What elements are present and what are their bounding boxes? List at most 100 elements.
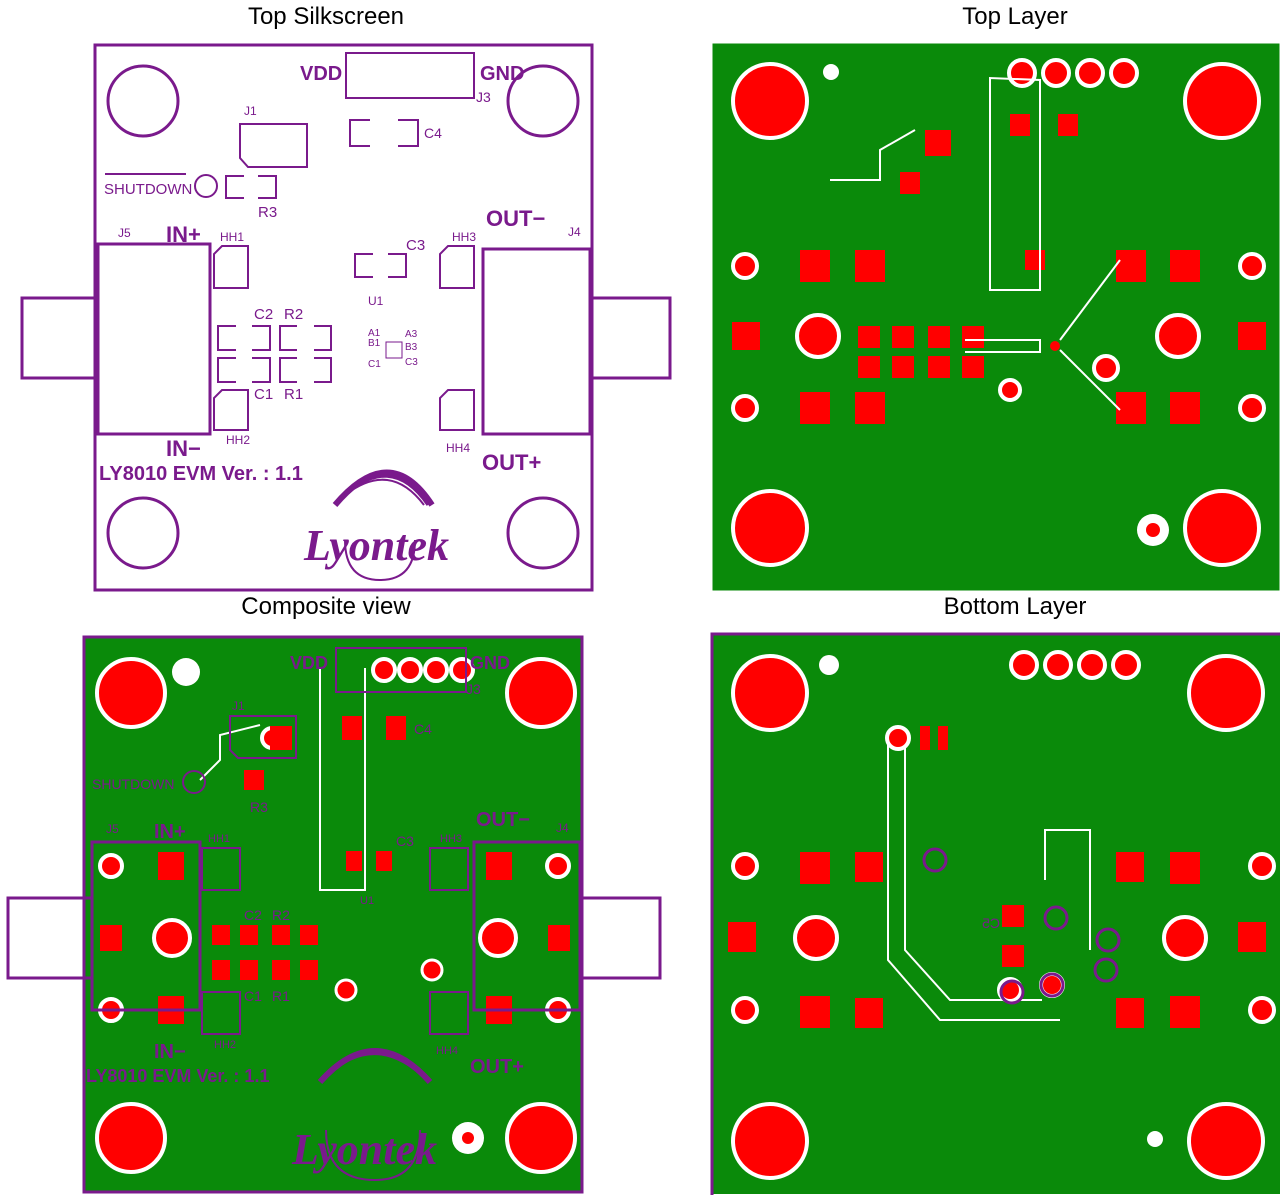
c-hh4-outline [429, 991, 469, 1035]
hh2-outline [213, 389, 249, 431]
b-pad-8 [1170, 996, 1200, 1028]
b-fiducial-top [819, 655, 839, 675]
b-j4-center [1162, 915, 1208, 961]
out-minus-pad-2 [1170, 250, 1200, 282]
c-fiducial-top [172, 658, 200, 686]
hh1-outline [213, 245, 249, 289]
c-label-hh2: HH2 [214, 1039, 236, 1051]
bottom-layer-panel: C5 [710, 632, 1280, 1195]
c-c1-pad [212, 960, 230, 980]
mount-pad-tl [731, 62, 809, 140]
c-label-j5: J5 [106, 822, 119, 836]
c-j5-connector [6, 896, 94, 980]
c-label-j1: J1 [232, 699, 245, 713]
c-label-hh1: HH1 [208, 833, 230, 845]
out-plus-pad-2 [1170, 392, 1200, 424]
c-label-version: LY8010 EVM Ver. : 1.1 [86, 1066, 269, 1086]
mount-pad-tr [1183, 62, 1261, 140]
c-logo-swoosh-2 [324, 1052, 427, 1080]
composite-view-title: Composite view [241, 593, 411, 620]
logo-base [344, 539, 416, 582]
hh4-outline [439, 389, 475, 431]
c-c2-pad [212, 925, 230, 945]
b-trace-outline-3 [1044, 829, 1091, 950]
c1-pad-1 [858, 356, 880, 378]
b-board-edge [710, 632, 1280, 1195]
mount-hole-tr [506, 64, 580, 138]
c-mount-tr [505, 657, 577, 729]
c-j5-center [152, 918, 192, 958]
mount-pad-br [1183, 489, 1261, 567]
c2-outline [217, 325, 271, 351]
b-mount-br [1187, 1102, 1265, 1180]
c-r1-pad-2 [300, 960, 318, 980]
composite-board [82, 635, 584, 1194]
b-pad-4 [855, 998, 883, 1028]
logo-swoosh-3 [344, 478, 425, 506]
label-a1: A1 [368, 328, 381, 339]
label-vdd: VDD [300, 63, 342, 85]
j1-pad-square [925, 130, 951, 156]
b-r3-pad-1 [920, 726, 930, 750]
b-silk-via-4 [1093, 957, 1119, 983]
c3-pad [1025, 250, 1045, 270]
c-j4-connector [578, 896, 662, 980]
c-label-r3: R3 [250, 799, 268, 815]
logo-text: Lyontek [303, 521, 449, 570]
c-out-minus-pad [486, 852, 512, 880]
c-label-c3: C3 [396, 833, 414, 849]
b-j5-pin-bottom [731, 996, 759, 1024]
c-hh3-outline [429, 847, 469, 891]
c-j3-pin-1 [371, 657, 397, 683]
b-r3-via [885, 725, 911, 751]
label-in-plus: IN+ [166, 222, 201, 247]
j4-outline [481, 247, 592, 436]
label-out-plus: OUT+ [482, 450, 541, 475]
r2-outline [279, 325, 332, 351]
c-via-right [420, 958, 444, 982]
label-j4: J4 [568, 225, 581, 239]
label-hh4: HH4 [446, 441, 470, 455]
label-j3: J3 [476, 89, 491, 105]
out-trace-outline [1059, 259, 1121, 411]
b-j5-side-pad [728, 922, 756, 952]
u1-bga [1050, 341, 1060, 351]
c2-pad-2 [892, 326, 914, 348]
top-layer-title: Top Layer [962, 3, 1068, 30]
b-silk-via-6 [1039, 972, 1065, 998]
r3-pad [900, 172, 920, 194]
b-pad-5 [1116, 852, 1144, 882]
shutdown-trace-outline [830, 129, 916, 181]
c-label-shutdown: SHUTDOWN [92, 776, 174, 792]
via-left [998, 378, 1022, 402]
b-trace-outline-1 [887, 745, 1060, 1021]
c-r1-pad [272, 960, 290, 980]
hh3-outline [439, 245, 475, 289]
j3-pin-3 [1075, 58, 1105, 88]
label-a3: A3 [405, 329, 418, 340]
b-mount-tr [1187, 654, 1265, 732]
label-in-minus: IN− [166, 436, 201, 461]
r2-pad-1 [928, 326, 950, 348]
c-label-out-minus: OUT− [476, 809, 530, 831]
c2-pad-1 [858, 326, 880, 348]
c-vdd-trace [319, 668, 366, 891]
c-c4-pad-2 [386, 716, 406, 740]
label-gnd: GND [480, 63, 524, 85]
b-silk-via-3 [1095, 927, 1121, 953]
c1-outline [217, 357, 271, 383]
c4-outline [349, 119, 419, 147]
c-label-j4: J4 [556, 821, 569, 835]
label-hh2: HH2 [226, 433, 250, 447]
c-j3-pin-4 [449, 657, 475, 683]
c-label-u1: U1 [360, 895, 374, 907]
c-j5-pin-top [98, 853, 124, 879]
c-label-c4: C4 [414, 721, 432, 737]
r1-pad-2 [962, 356, 984, 378]
c-j5-side-pad [100, 925, 122, 951]
label-c2: C2 [254, 306, 273, 323]
b-pad-6 [1170, 852, 1200, 884]
label-hh1: HH1 [220, 230, 244, 244]
b-j5-pin-top [731, 852, 759, 880]
c-j4-side-pad [548, 925, 570, 951]
